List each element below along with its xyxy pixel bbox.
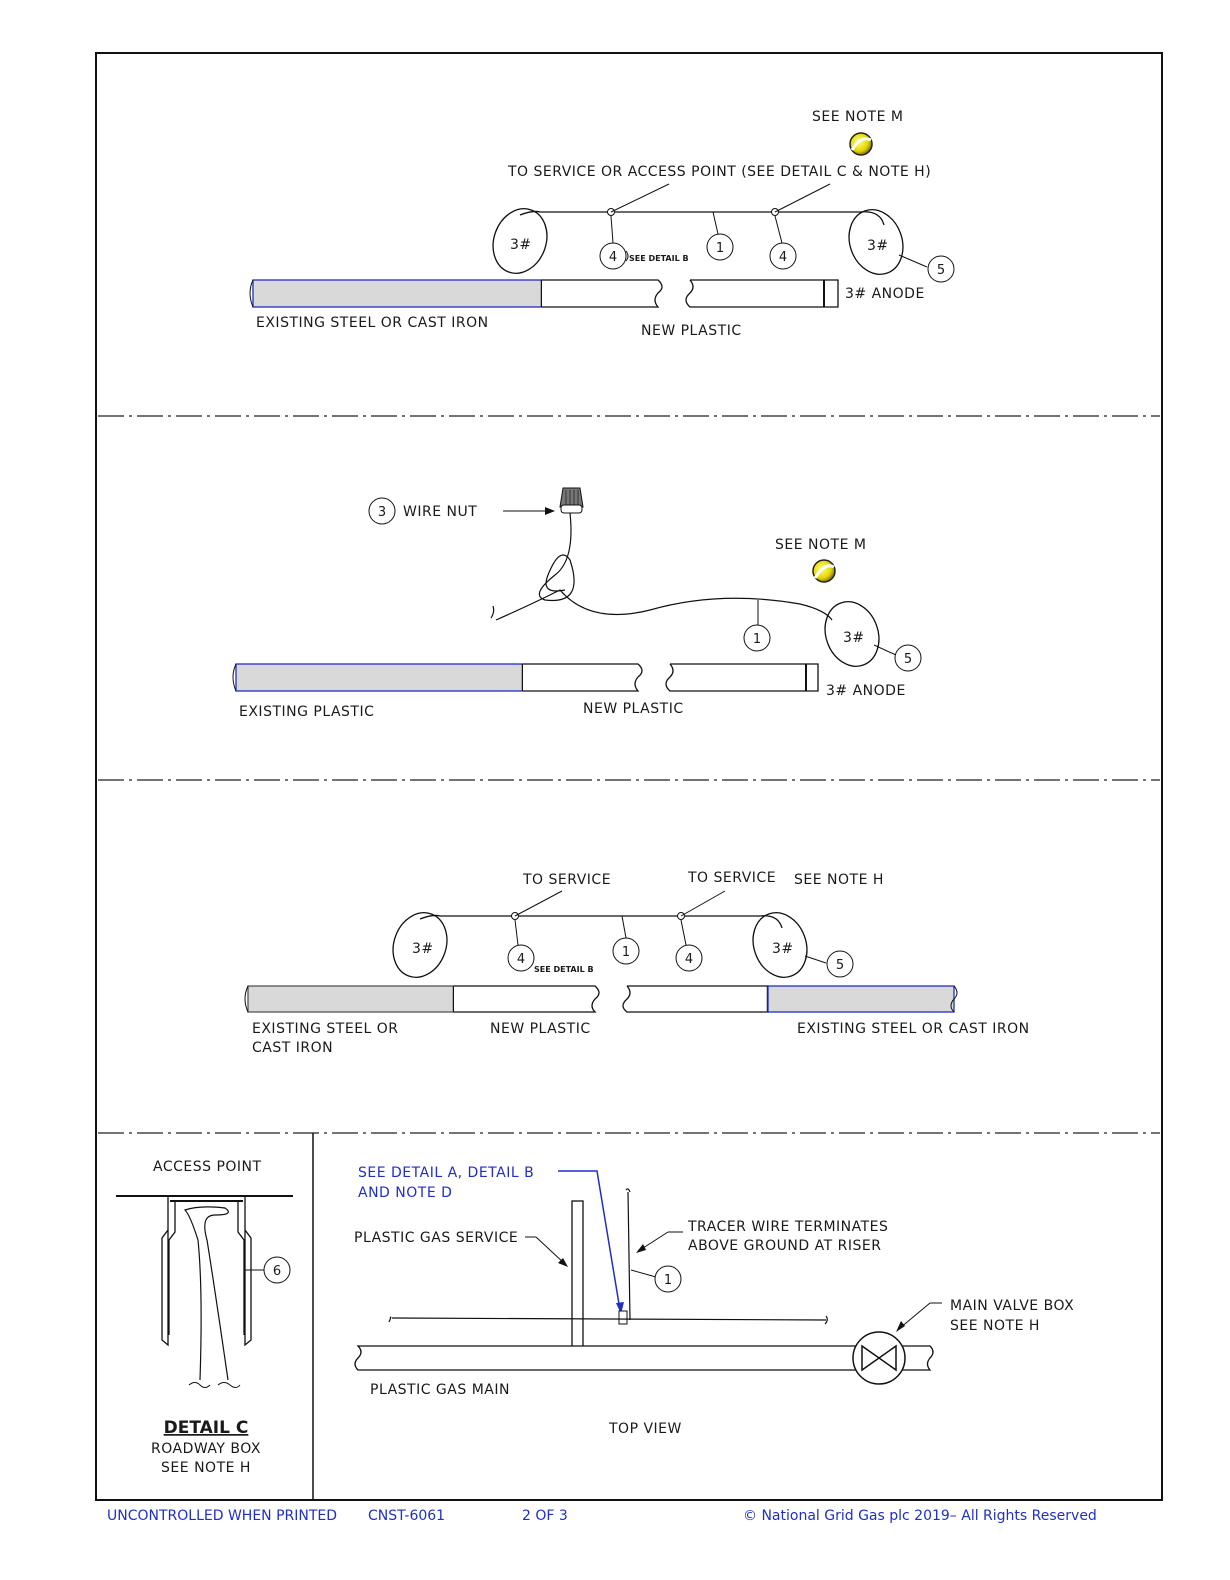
callout-1: 1 <box>743 624 771 652</box>
new-plastic-pipe-right <box>622 985 769 1013</box>
callout-3: 3 <box>368 497 396 525</box>
see-detail-a-label-line1: SEE DETAIL A, DETAIL B <box>358 1165 534 1181</box>
see-detail-b-label: SEE DETAIL B <box>534 965 594 974</box>
wire-coil-left <box>392 912 448 978</box>
coil-3-number: 3# <box>772 941 794 957</box>
top-view-caption: TOP VIEW <box>608 1421 682 1437</box>
page-number: 2 OF 3 <box>522 1508 568 1524</box>
anode-pipe <box>665 663 819 692</box>
section-3-steel-plastic-steel: TO SERVICE TO SERVICE SEE NOTE H 3# 3# 4… <box>244 870 1030 1056</box>
main-valve-box-label-line1: MAIN VALVE BOX <box>950 1298 1074 1314</box>
new-plastic-label: NEW PLASTIC <box>490 1021 591 1037</box>
existing-plastic-label: EXISTING PLASTIC <box>239 704 374 720</box>
svg-text:3: 3 <box>378 505 386 520</box>
wire-coil <box>824 601 880 667</box>
see-note-m-label: SEE NOTE M <box>812 109 903 125</box>
svg-text:5: 5 <box>836 958 844 973</box>
callout-5: 5 <box>927 255 955 283</box>
to-service-label: TO SERVICE <box>687 870 776 886</box>
plastic-gas-service-pipe <box>571 1200 584 1350</box>
callout-4: 4 <box>769 242 797 270</box>
detail-c-title: DETAIL C <box>164 1418 249 1438</box>
callout-1: 1 <box>706 233 734 261</box>
existing-steel-label-line2: CAST IRON <box>252 1040 333 1056</box>
wire-coil-right <box>752 912 808 978</box>
uncontrolled-notice: UNCONTROLLED WHEN PRINTED <box>107 1508 338 1524</box>
svg-text:5: 5 <box>904 652 912 667</box>
top-view: SEE DETAIL A, DETAIL B AND NOTE D PLASTI… <box>354 1165 1074 1437</box>
svg-text:4: 4 <box>517 952 525 967</box>
coil-3-number: 3# <box>412 941 434 957</box>
coil-3-number: 3# <box>510 237 532 253</box>
document-number: CNST-6061 <box>368 1508 446 1524</box>
svg-text:4: 4 <box>779 250 787 265</box>
existing-steel-right-label: EXISTING STEEL OR CAST IRON <box>797 1021 1030 1037</box>
callout-4: 4 <box>675 944 703 972</box>
coil-3-number: 3# <box>867 238 889 254</box>
to-service-access-label: TO SERVICE OR ACCESS POINT (SEE DETAIL C… <box>507 164 931 180</box>
access-point-label: ACCESS POINT <box>153 1159 262 1175</box>
callout-4: 4 <box>507 944 535 972</box>
section-dividers <box>98 415 1160 1134</box>
tracer-wire-label-line2: ABOVE GROUND AT RISER <box>688 1238 881 1254</box>
existing-plastic-pipe <box>235 663 524 692</box>
main-valve-icon <box>852 1331 906 1385</box>
callout-5: 5 <box>894 644 922 672</box>
see-note-m-label: SEE NOTE M <box>775 537 866 553</box>
wire-nut-icon <box>559 487 584 514</box>
new-plastic-pipe <box>454 985 600 1013</box>
main-valve-box-label-line2: SEE NOTE H <box>950 1318 1040 1334</box>
svg-text:4: 4 <box>609 250 617 265</box>
new-plastic-label: NEW PLASTIC <box>583 701 684 717</box>
svg-text:4: 4 <box>685 952 693 967</box>
see-detail-a-label-line2: AND NOTE D <box>358 1185 452 1201</box>
svg-text:1: 1 <box>622 945 630 960</box>
callout-1: 1 <box>654 1265 682 1293</box>
new-plastic-pipe <box>542 279 663 308</box>
to-service-label: TO SERVICE <box>522 872 611 888</box>
roadway-box-label: ROADWAY BOX <box>151 1441 261 1457</box>
new-plastic-label: NEW PLASTIC <box>641 323 742 339</box>
section-2-plastic-to-plastic: 3 WIRE NUT SEE NOTE M 3# 1 5 <box>232 487 922 720</box>
svg-text:1: 1 <box>753 632 761 647</box>
existing-steel-label: EXISTING STEEL OR CAST IRON <box>256 315 489 331</box>
callout-6: 6 <box>263 1256 291 1284</box>
wire-coil-left <box>492 208 548 274</box>
tracer-wire-label-line1: TRACER WIRE TERMINATES <box>687 1219 888 1235</box>
wire-coil-right <box>848 209 904 275</box>
existing-steel-label-line1: EXISTING STEEL OR <box>252 1021 399 1037</box>
see-detail-b-label: SEE DETAIL B <box>629 254 689 263</box>
anode-label: 3# ANODE <box>826 683 906 699</box>
svg-text:1: 1 <box>716 241 724 256</box>
callout-4: 4 <box>599 242 627 270</box>
anode-label: 3# ANODE <box>845 286 925 302</box>
plastic-gas-main-label: PLASTIC GAS MAIN <box>370 1382 510 1398</box>
section-1-steel-to-plastic: SEE NOTE M TO SERVICE OR ACCESS POINT (S… <box>249 109 955 339</box>
svg-text:6: 6 <box>273 1264 281 1279</box>
existing-steel-pipe-right <box>767 985 955 1013</box>
anode-pipe <box>685 279 839 308</box>
see-note-h-label: SEE NOTE H <box>794 872 884 888</box>
callout-1: 1 <box>612 937 640 965</box>
callout-5: 5 <box>826 950 854 978</box>
svg-text:5: 5 <box>937 263 945 278</box>
svg-text:1: 1 <box>664 1273 672 1288</box>
coil-3-number: 3# <box>843 630 865 646</box>
see-note-h-label: SEE NOTE H <box>161 1460 251 1476</box>
drawing-border <box>95 52 1163 1501</box>
existing-steel-pipe-left <box>247 985 455 1013</box>
new-plastic-pipe <box>523 663 643 692</box>
detail-c-roadway-box: ACCESS POINT 6 DETAIL C ROADWAY BOX SEE … <box>116 1159 293 1476</box>
existing-steel-pipe <box>252 279 543 308</box>
plastic-gas-service-label: PLASTIC GAS SERVICE <box>354 1230 518 1246</box>
wire-nut-label: WIRE NUT <box>403 504 477 520</box>
plastic-gas-main-pipe <box>354 1345 934 1371</box>
magnet-marker-icon <box>849 132 873 156</box>
copyright-notice: © National Grid Gas plc 2019– All Rights… <box>743 1508 1097 1524</box>
